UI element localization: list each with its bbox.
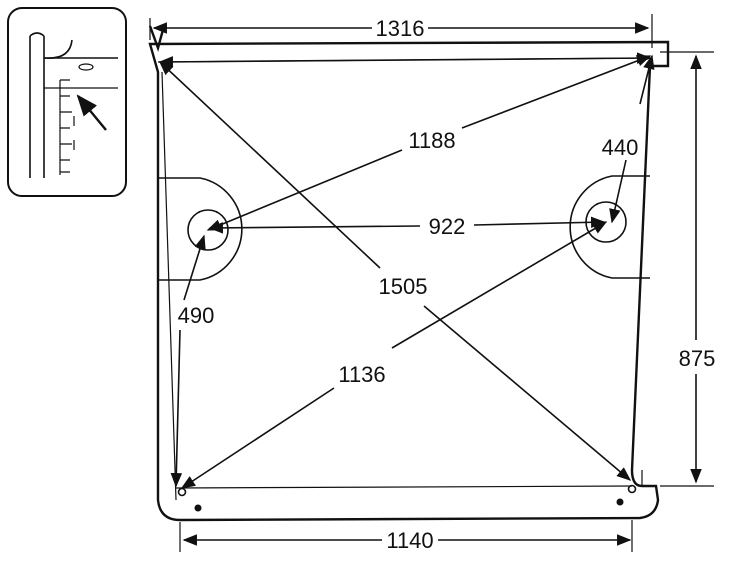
label-left-side: 490 <box>178 303 215 328</box>
label-bottom-width: 1140 <box>386 528 433 553</box>
label-pivot-span: 922 <box>429 214 466 239</box>
label-upper-diagonal: 1188 <box>408 128 455 153</box>
label-main-diagonal: 1505 <box>379 274 428 299</box>
label-pivot-offset: 440 <box>602 135 639 160</box>
dimension-labels: 1316 1188 440 922 1505 490 1136 875 1140 <box>178 16 716 553</box>
extension-lines <box>149 14 714 552</box>
label-height: 875 <box>679 346 716 371</box>
detail-inset <box>7 7 127 197</box>
dimension-lines <box>152 22 702 546</box>
label-lower-diagonal: 1136 <box>338 362 385 387</box>
label-top-width: 1316 <box>376 16 425 41</box>
